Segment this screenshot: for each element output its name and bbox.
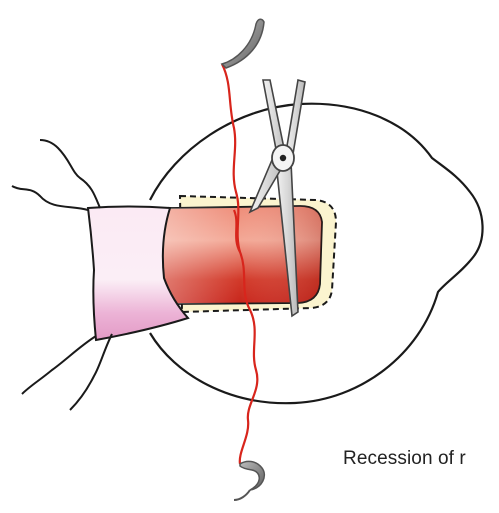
curved-needle-bottom-icon	[239, 460, 266, 491]
traction-suture-bottom-2	[69, 333, 113, 411]
retracted-tissue-icon	[86, 205, 190, 342]
traction-suture-top-1	[11, 185, 89, 211]
traction-suture-top-2	[39, 139, 101, 209]
suture-crossing	[232, 209, 241, 253]
suture-thread-icon	[221, 63, 259, 465]
traction-suture-bottom-1	[21, 335, 97, 395]
curved-needle-icon	[220, 18, 265, 69]
scissors-icon	[248, 78, 306, 318]
needle-tip	[233, 489, 251, 501]
figure-caption: Recession of r	[343, 448, 466, 469]
